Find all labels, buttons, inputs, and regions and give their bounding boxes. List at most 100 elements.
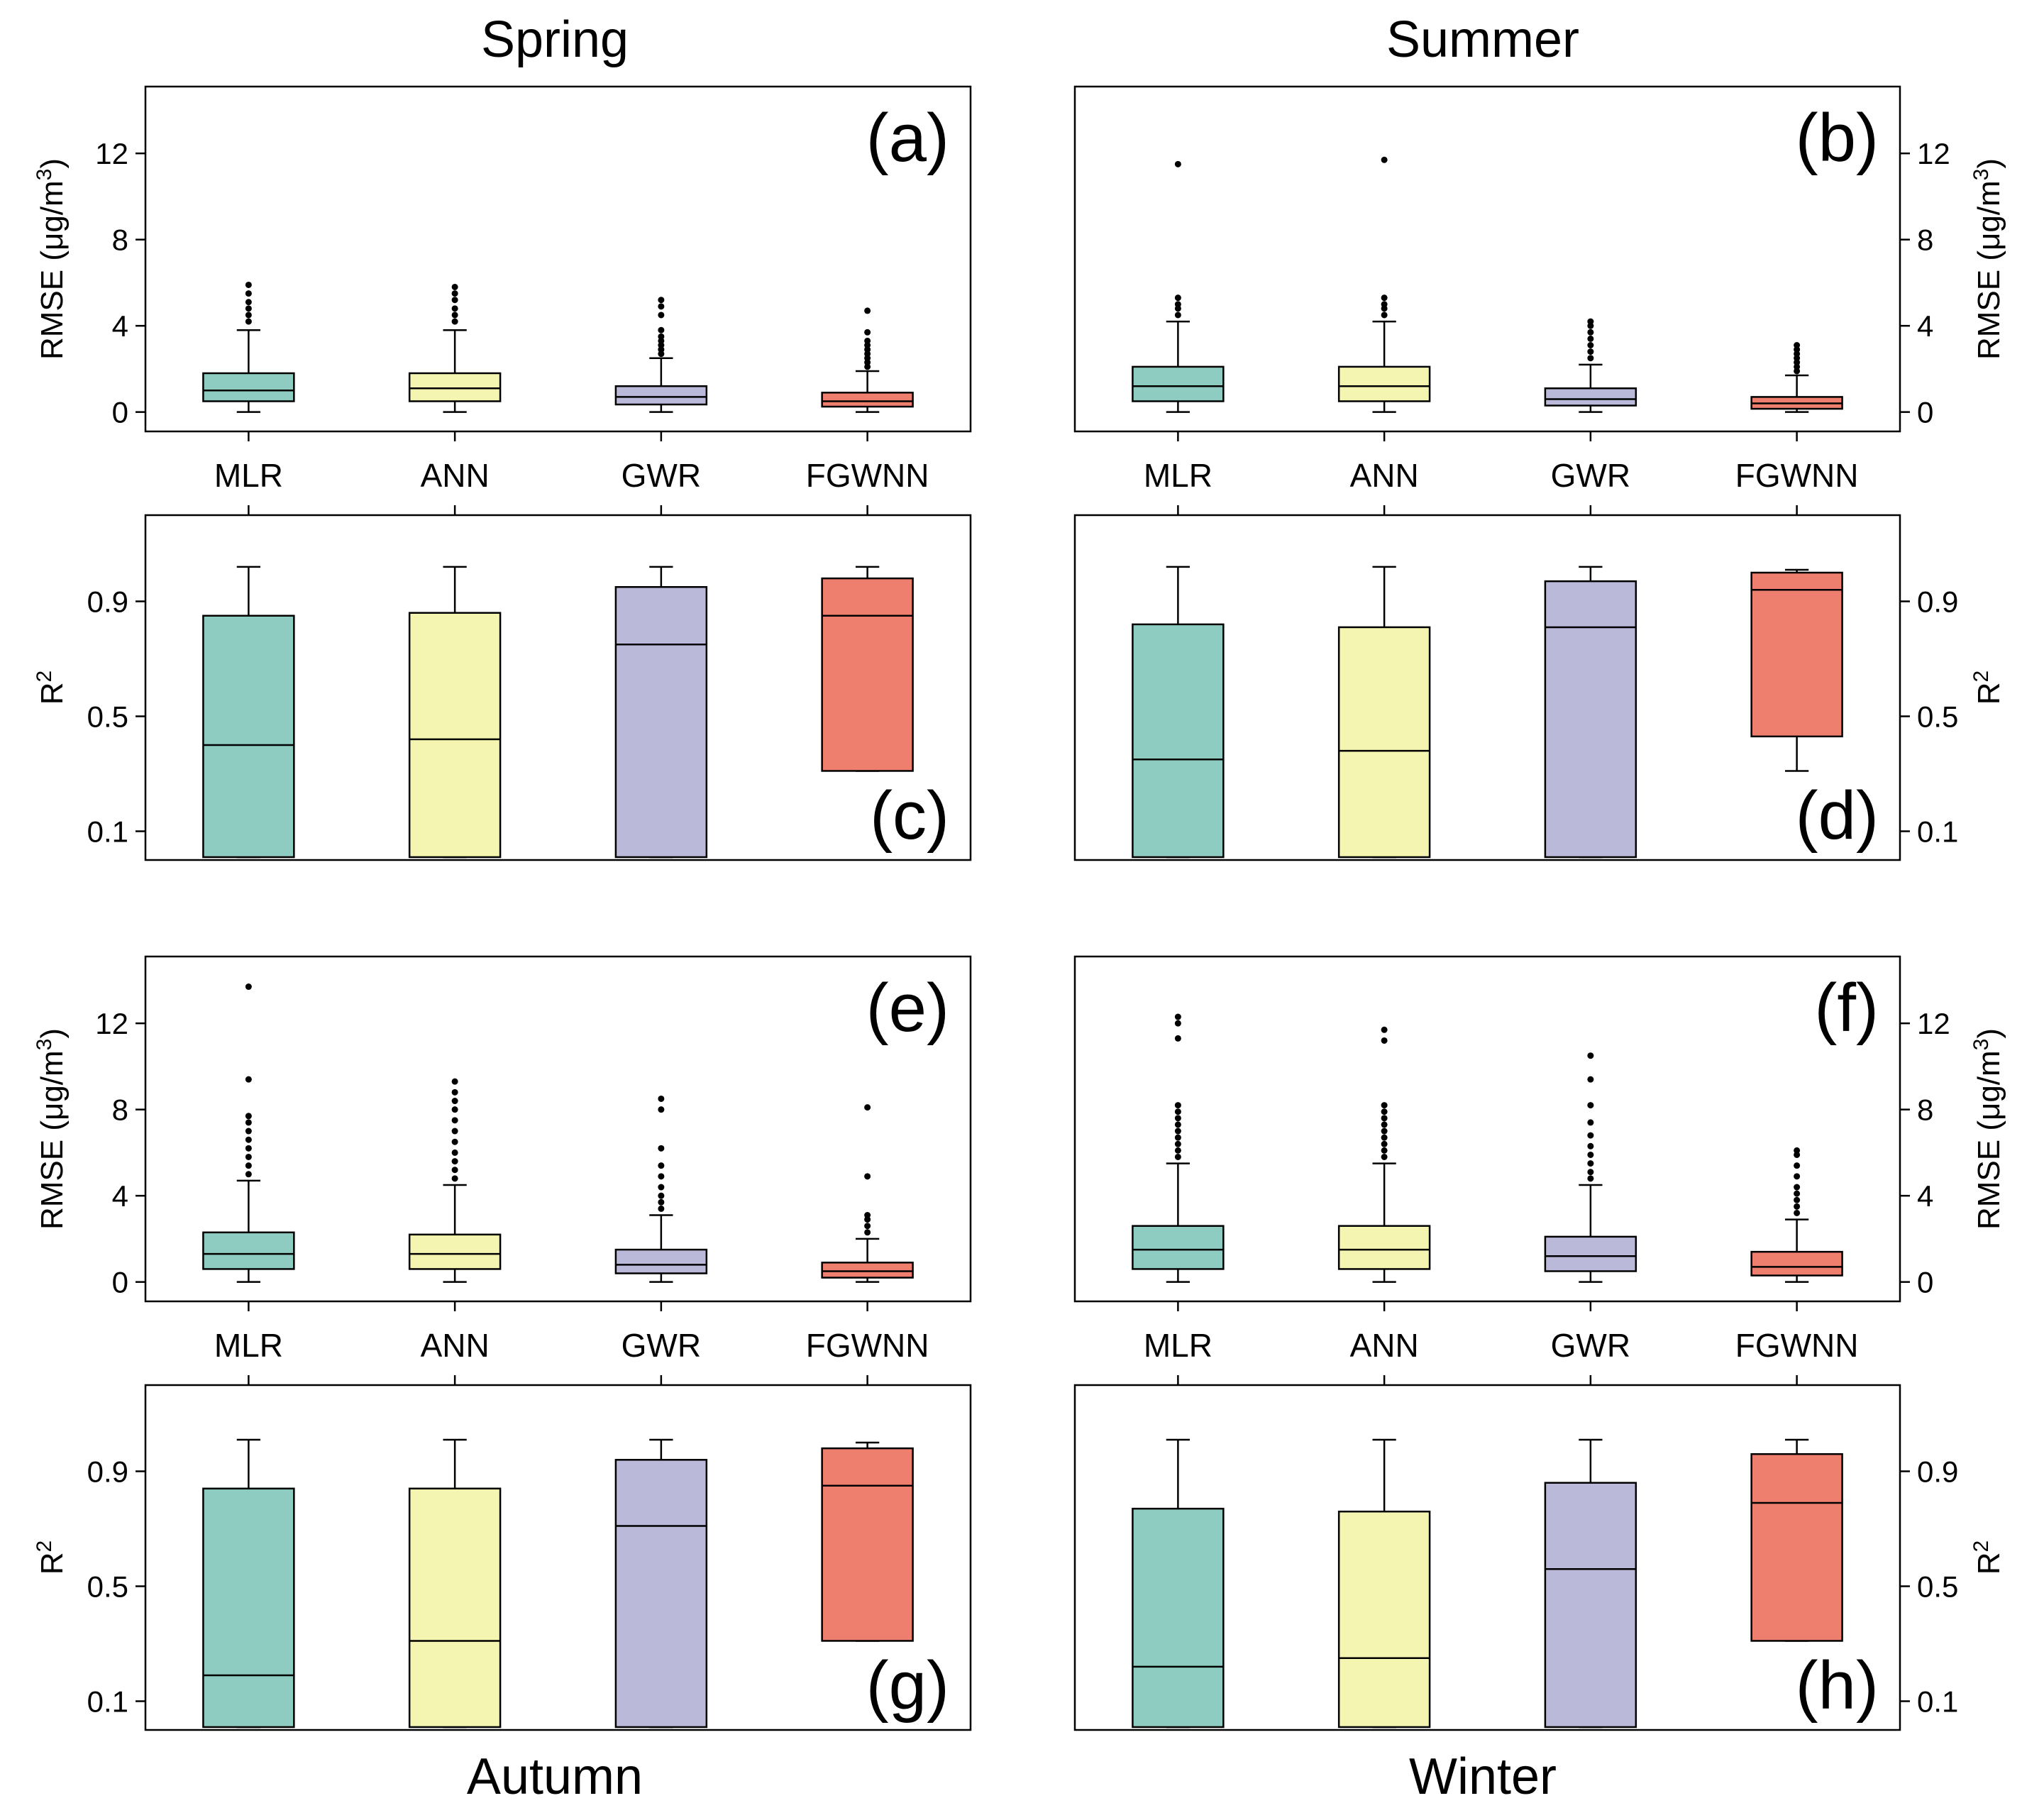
outlier-point — [451, 305, 458, 312]
y-tick-label: 0 — [1917, 1266, 1933, 1299]
category-label-ann: ANN — [1350, 1327, 1419, 1364]
outlier-point — [864, 307, 871, 314]
panel-d: 0.10.50.9R2(d) — [1073, 514, 2006, 861]
outlier-point — [658, 1106, 665, 1113]
outlier-point — [864, 329, 871, 336]
outlier-point — [1381, 294, 1388, 302]
outlier-point — [1174, 1147, 1181, 1154]
outlier-point — [1174, 1128, 1181, 1135]
outlier-point — [1587, 1102, 1594, 1109]
outlier-point — [1381, 1121, 1388, 1128]
outlier-point — [1174, 1108, 1181, 1115]
box-gwr — [614, 385, 708, 406]
panel-g: 0.10.50.9R2(g) — [33, 1384, 972, 1731]
category-label-fgwnn: FGWNN — [1735, 457, 1859, 494]
panel-label-h: (h) — [1796, 1648, 1879, 1724]
axes-frame-c — [144, 514, 972, 861]
box-gwr — [1544, 387, 1637, 407]
outlier-point — [245, 1171, 252, 1178]
outlier-point — [451, 1158, 458, 1165]
panel-label-g: (g) — [866, 1648, 949, 1724]
box-ann — [408, 372, 502, 402]
axes-frame-d — [1073, 514, 1901, 861]
outlier-point — [451, 297, 458, 304]
outlier-point — [1174, 294, 1181, 302]
outlier-point — [1174, 1134, 1181, 1141]
axes-frame-g — [144, 1384, 972, 1731]
y-tick-label: 4 — [1917, 1179, 1933, 1213]
outlier-point — [1587, 318, 1594, 325]
box-ann — [408, 612, 502, 859]
outlier-point — [1794, 1173, 1801, 1180]
season-title-summer: Summer — [1386, 11, 1579, 68]
outlier-point — [451, 1149, 458, 1156]
outlier-point — [451, 290, 458, 297]
category-label-mlr: MLR — [214, 457, 283, 494]
outlier-point — [1174, 1020, 1181, 1027]
outlier-point — [451, 283, 458, 290]
outlier-point — [864, 1229, 871, 1236]
outlier-point — [658, 1173, 665, 1180]
y-tick-label: 0.1 — [1917, 1685, 1958, 1719]
outlier-point — [1381, 1108, 1388, 1115]
y-tick-label: 4 — [1917, 309, 1933, 343]
category-label-mlr: MLR — [214, 1327, 283, 1364]
box-fgwnn — [821, 1447, 914, 1642]
box-fgwnn — [1750, 1453, 1843, 1642]
y-tick-label: 0.9 — [1917, 585, 1958, 619]
y-axis-label-a: RMSE (μg/m3) — [33, 158, 70, 360]
outlier-point — [245, 299, 252, 306]
outlier-point — [1381, 1037, 1388, 1044]
category-label-ann: ANN — [421, 457, 490, 494]
y-tick-label: 0.5 — [87, 1570, 128, 1604]
y-tick-label: 12 — [95, 137, 128, 170]
outlier-point — [451, 1167, 458, 1174]
outlier-point — [658, 1095, 665, 1102]
y-tick-label: 0.1 — [87, 1685, 128, 1719]
y-axis-label-d: R2 — [1970, 671, 2006, 705]
outlier-point — [1587, 1119, 1594, 1126]
panel-c: 0.10.50.9R2(c) — [33, 514, 972, 861]
outlier-point — [658, 303, 665, 310]
outlier-point — [1587, 1052, 1594, 1059]
category-label-gwr: GWR — [622, 457, 701, 494]
box-gwr — [614, 1459, 708, 1729]
box-mlr — [202, 1487, 295, 1729]
outlier-point — [1794, 1196, 1801, 1203]
outlier-point — [864, 1212, 871, 1218]
box-ann — [1337, 365, 1431, 402]
outlier-point — [1174, 312, 1181, 319]
outlier-point — [451, 1088, 458, 1096]
box-mlr — [1132, 623, 1225, 859]
outlier-point — [1381, 301, 1388, 308]
y-tick-label: 0.5 — [1917, 700, 1958, 734]
outlier-point — [1174, 1013, 1181, 1020]
category-label-ann: ANN — [1350, 457, 1419, 494]
outlier-point — [245, 983, 252, 991]
outlier-point — [1381, 156, 1388, 163]
outlier-point — [1794, 342, 1801, 348]
box-mlr — [202, 614, 295, 859]
box-gwr — [1544, 1235, 1637, 1272]
outlier-point — [1587, 335, 1594, 342]
outlier-point — [451, 1106, 458, 1113]
outlier-point — [1381, 1153, 1388, 1160]
y-tick-label: 8 — [1917, 224, 1933, 257]
outlier-point — [1587, 1132, 1594, 1139]
category-label-gwr: GWR — [622, 1327, 701, 1364]
box-fgwnn — [1750, 571, 1843, 738]
box-mlr — [202, 1231, 295, 1270]
y-tick-label: 0 — [1917, 396, 1933, 429]
outlier-point — [1174, 1035, 1181, 1042]
category-label-fgwnn: FGWNN — [1735, 1327, 1859, 1364]
outlier-point — [658, 326, 665, 334]
box-gwr — [1544, 1482, 1637, 1729]
box-mlr — [202, 372, 295, 402]
outlier-point — [1174, 1121, 1181, 1128]
outlier-point — [658, 312, 665, 319]
outlier-point — [1174, 1102, 1181, 1109]
season-title-winter: Winter — [1409, 1748, 1557, 1805]
outlier-point — [451, 1098, 458, 1105]
box-fgwnn — [821, 1262, 914, 1279]
